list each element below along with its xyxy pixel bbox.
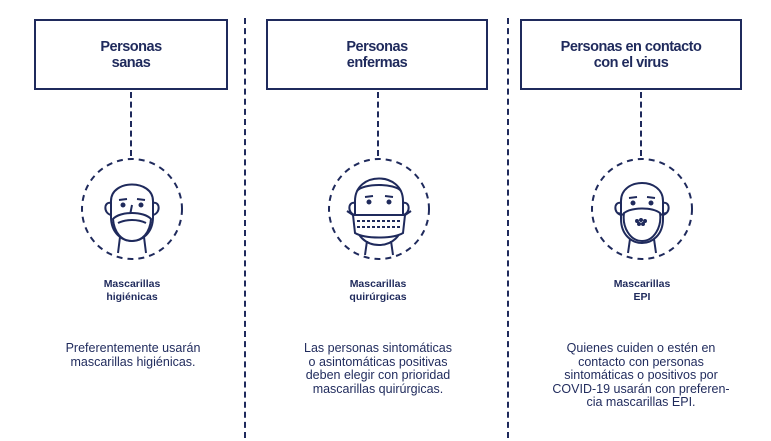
mask-label: Mascarillas quirúrgicas bbox=[349, 278, 407, 303]
category-title: Personas sanas bbox=[100, 38, 162, 71]
category-box-sick: Personas enfermas bbox=[266, 19, 488, 90]
ppe-mask-icon bbox=[591, 158, 693, 260]
column-divider-2 bbox=[507, 18, 509, 438]
description-text: Preferentemente usarán mascarillas higié… bbox=[65, 341, 201, 369]
category-title: Personas enfermas bbox=[346, 38, 408, 71]
mask-label: Mascarillas EPI bbox=[613, 278, 671, 303]
connector-line bbox=[377, 92, 379, 156]
column-divider-1 bbox=[244, 18, 246, 438]
hygienic-mask-icon bbox=[81, 158, 183, 260]
category-title: Personas en contacto con el virus bbox=[560, 38, 702, 71]
surgical-mask-icon bbox=[328, 158, 430, 260]
description-text: Las personas sintomáticas o asintomática… bbox=[304, 341, 452, 396]
category-box-healthy: Personas sanas bbox=[34, 19, 228, 90]
mask-label: Mascarillas higiénicas bbox=[103, 278, 161, 303]
description-text: Quienes cuiden o estén en contacto con p… bbox=[552, 341, 730, 409]
connector-line bbox=[130, 92, 132, 156]
connector-line bbox=[640, 92, 642, 156]
category-box-contact: Personas en contacto con el virus bbox=[520, 19, 742, 90]
